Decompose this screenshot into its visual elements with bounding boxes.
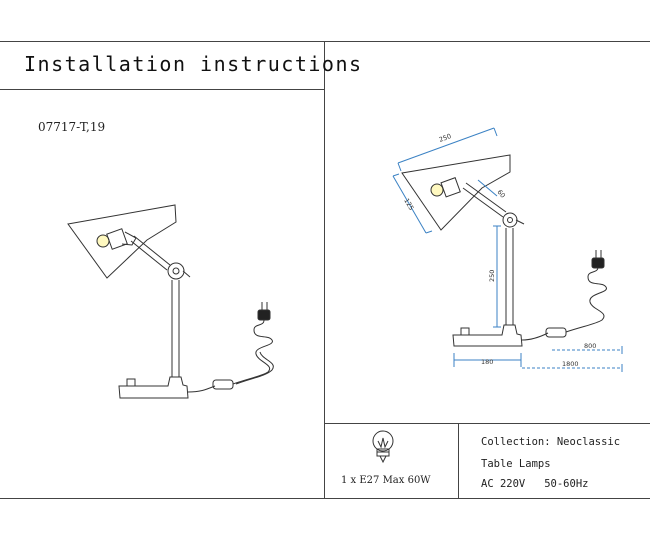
bulb-spec: 1 x E27 Max 60W [341, 475, 431, 486]
lamp-cable [187, 385, 216, 393]
lamp-upper-arm [130, 235, 171, 271]
dimension-lamp-stem [505, 228, 514, 325]
info-category: Table Lamps [481, 458, 551, 470]
info-power: AC 220V 50-60Hz [481, 478, 589, 490]
page-title: Installation instructions [24, 52, 363, 76]
dimension-lines [392, 127, 623, 372]
dim-label-cable-total: 1800 [562, 360, 579, 368]
power-plug [257, 309, 271, 321]
lamp-illustration-right [401, 154, 607, 347]
dim-line-arm-short [477, 179, 498, 197]
frame-top-border [0, 41, 650, 42]
dimension-lamp-arm [462, 182, 507, 218]
dim-label-shade-height: 125 [402, 197, 415, 212]
footer-top-border [324, 423, 650, 424]
cable-switch [212, 379, 234, 390]
dim-line-shade-length [397, 127, 495, 164]
dim-label-arm-height: 250 [488, 270, 496, 282]
info-collection: Collection: Neoclassic [481, 436, 621, 448]
lamp-illustration-left [67, 204, 274, 399]
frame-bottom-border [0, 498, 650, 499]
model-number: 07717-T,19 [38, 120, 106, 134]
lamp-base [118, 376, 189, 399]
footer-divider [458, 423, 459, 499]
dim-label-arm-short: 60 [495, 188, 506, 199]
lamp-stem [171, 280, 180, 377]
lamp-shade [67, 204, 177, 279]
bulb-icon [372, 430, 394, 464]
dim-label-base-width: 180 [481, 358, 493, 366]
lamp-socket [106, 228, 128, 250]
dim-label-cable-switch: 800 [584, 342, 596, 350]
frame-center-divider [324, 41, 325, 499]
title-underline [0, 89, 324, 90]
lamp-joint [167, 262, 185, 280]
dim-line-shade-height [392, 175, 427, 234]
dim-label-shade-length: 250 [438, 132, 452, 144]
dimension-lamp-shade [401, 154, 511, 231]
dimension-labels: 250 125 60 250 180 800 1800 [402, 132, 596, 368]
